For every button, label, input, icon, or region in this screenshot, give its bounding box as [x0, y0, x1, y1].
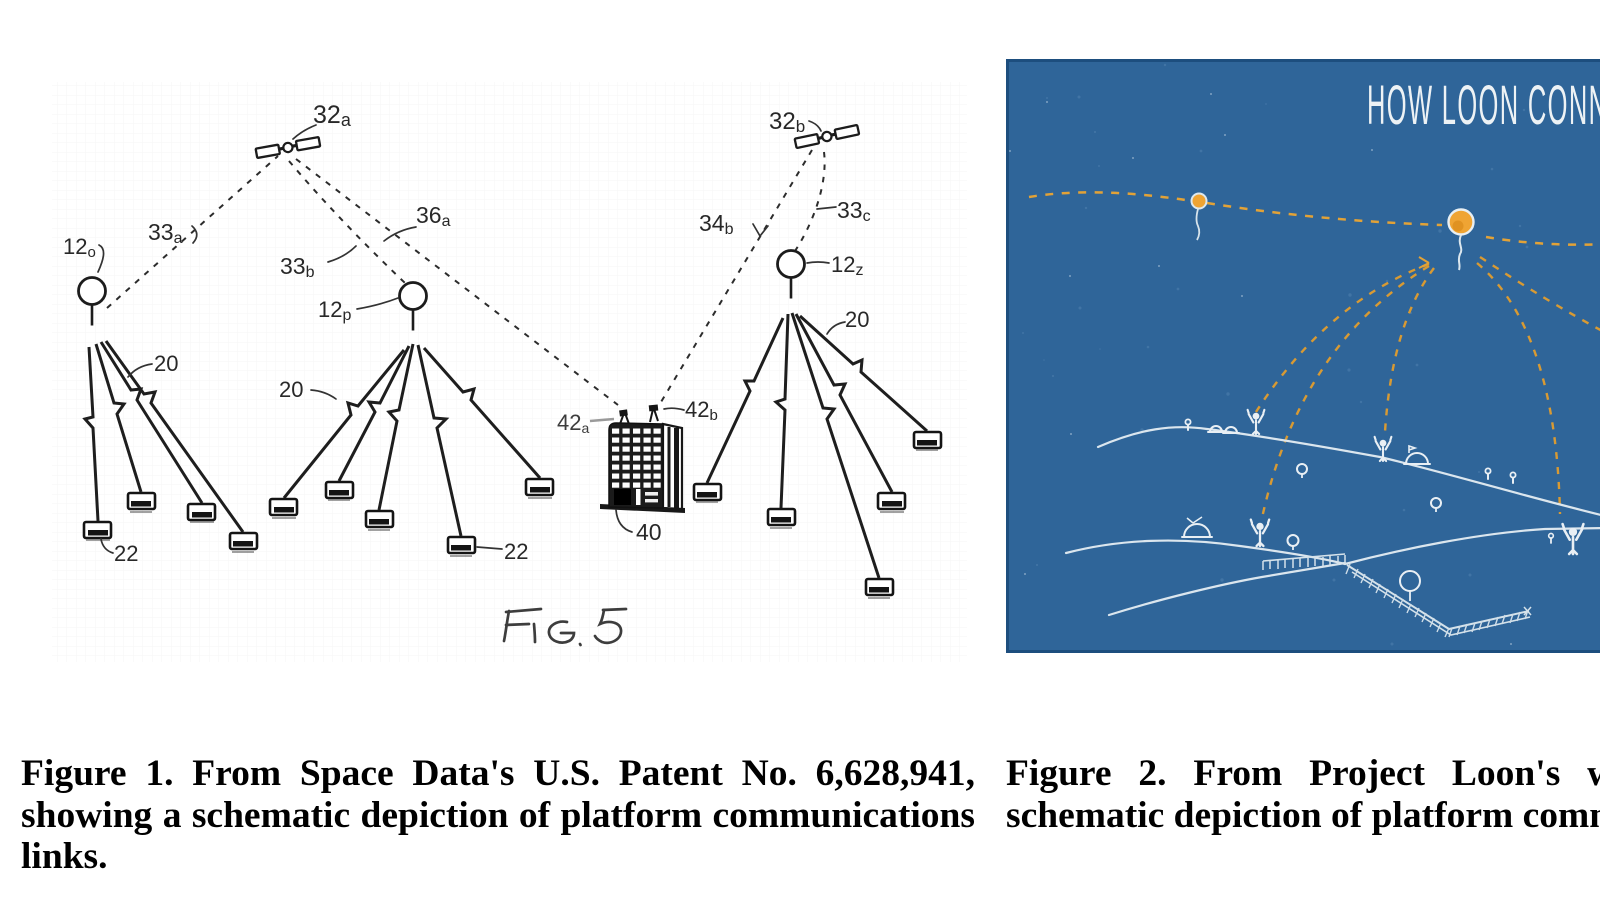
- svg-text:32b: 32b: [769, 108, 805, 136]
- svg-text:20: 20: [154, 351, 178, 376]
- svg-text:20: 20: [279, 377, 303, 402]
- svg-text:HOW LOON CONNECTS: HOW LOON CONNECTS: [1367, 75, 1600, 137]
- svg-text:22: 22: [504, 539, 528, 564]
- svg-text:22: 22: [114, 541, 138, 566]
- svg-text:40: 40: [636, 519, 662, 545]
- svg-text:20: 20: [845, 307, 869, 332]
